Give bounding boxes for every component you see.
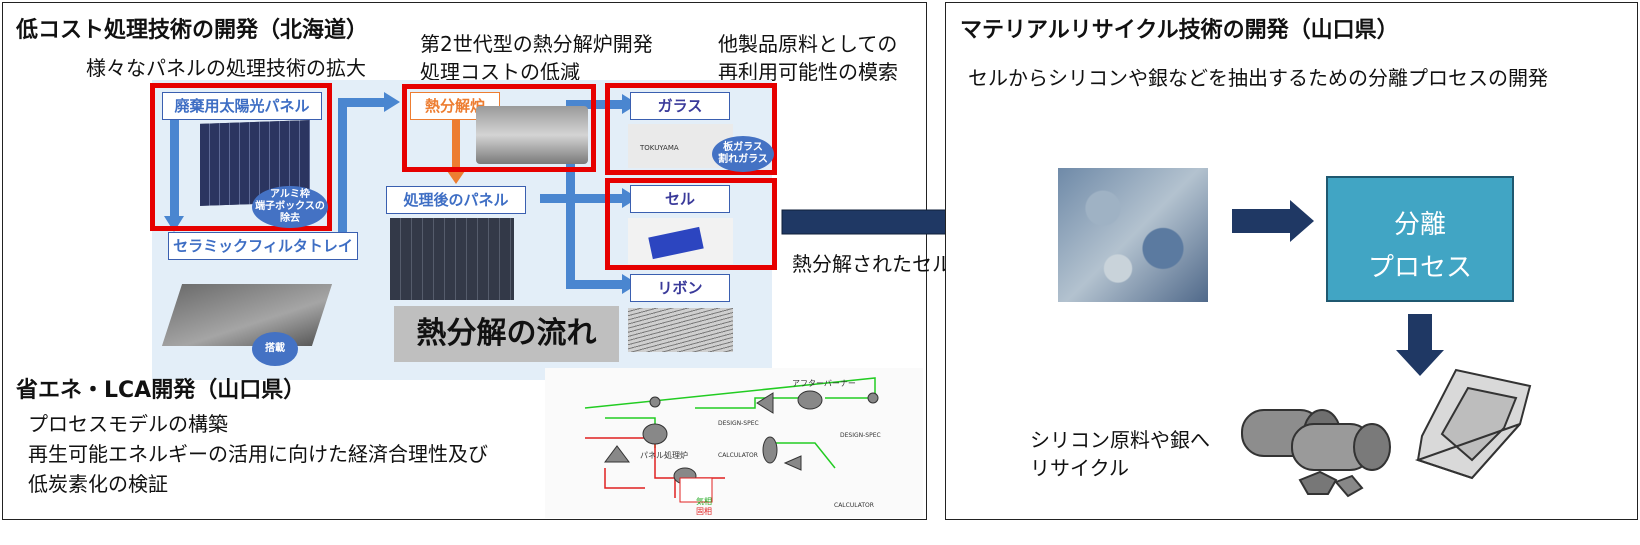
silicon-ingots-illustration — [1241, 409, 1391, 498]
red-frame-cell — [605, 178, 777, 270]
recycle-line-2: リサイクル — [1030, 456, 1129, 480]
cell-photo — [628, 218, 733, 264]
legend-solid: 固相 — [696, 507, 712, 516]
right-panel-title: マテリアルリサイクル技術の開発（山口県） — [960, 18, 1399, 43]
ceramic-tray-photo — [161, 284, 333, 346]
flowsheet-spec-1: DESIGN-SPEC — [718, 420, 759, 427]
flowsheet-furnace: パネル処理炉 — [640, 451, 688, 460]
furnace-photo — [476, 106, 588, 164]
red-frame-waste-panel — [150, 83, 332, 231]
ribbon-photo — [628, 308, 733, 352]
silver-ingot-illustration — [1414, 368, 1532, 480]
recycle-line-1: シリコン原料や銀へ — [1030, 428, 1210, 452]
lca-title: 省エネ・LCA開発（山口県） — [16, 378, 306, 403]
label-glass: ガラス — [630, 92, 730, 120]
process-flowsheet — [584, 377, 879, 503]
processed-panel-photo — [390, 218, 514, 300]
red-frame-glass — [605, 83, 777, 175]
flowsheet-title: アフターバーナー — [792, 379, 856, 388]
red-frame-furnace — [402, 84, 596, 172]
flowsheet-spec-2: DESIGN-SPEC — [840, 432, 881, 439]
crushed-cell-photo — [1058, 168, 1208, 302]
separation-process-box: 分離 プロセス — [1326, 176, 1514, 302]
lca-line-3: 低炭素化の検証 — [28, 472, 168, 496]
process-label-2: プロセス — [1367, 253, 1472, 283]
flowsheet-calc-1: CALCULATOR — [718, 452, 758, 459]
process-label-1: 分離 — [1393, 210, 1446, 240]
left-subtitle-1: 様々なパネルの処理技術の拡大 — [86, 56, 366, 80]
lca-line-2: 再生可能エネルギーの活用に向けた経済合理性及び — [28, 442, 488, 466]
note-mount: 搭載 — [252, 332, 298, 366]
left-subtitle-3a: 他製品原料としての — [718, 32, 898, 56]
note-aluminum-frame: アルミ枠 端子ボックスの 除去 — [252, 186, 328, 228]
label-waste-panel: 廃棄用太陽光パネル — [162, 92, 322, 120]
label-processed-panel: 処理後のパネル — [386, 186, 526, 214]
flowsheet-calc-2: CALCULATOR — [834, 502, 874, 509]
note-glass: 板ガラス 割れガラス — [712, 136, 774, 172]
legend-gas: 気相 — [696, 497, 712, 506]
label-ribbon: リボン — [630, 274, 730, 302]
left-panel-title: 低コスト処理技術の開発（北海道） — [16, 18, 369, 43]
right-panel-subtitle: セルからシリコンや銀などを抽出するための分離プロセスの開発 — [968, 66, 1548, 90]
label-ceramic-tray: セラミックフィルタトレイ — [168, 232, 358, 260]
arrow-down-to-products — [1396, 314, 1444, 376]
arrow-to-process — [1232, 200, 1314, 242]
glass-brand: TOKUYAMA — [640, 144, 679, 152]
lca-line-1: プロセスモデルの構築 — [28, 412, 228, 436]
label-cell: セル — [630, 185, 730, 213]
flow-title: 熱分解の流れ — [394, 306, 619, 362]
left-subtitle-2a: 第2世代型の熱分解炉開発 — [420, 32, 653, 56]
